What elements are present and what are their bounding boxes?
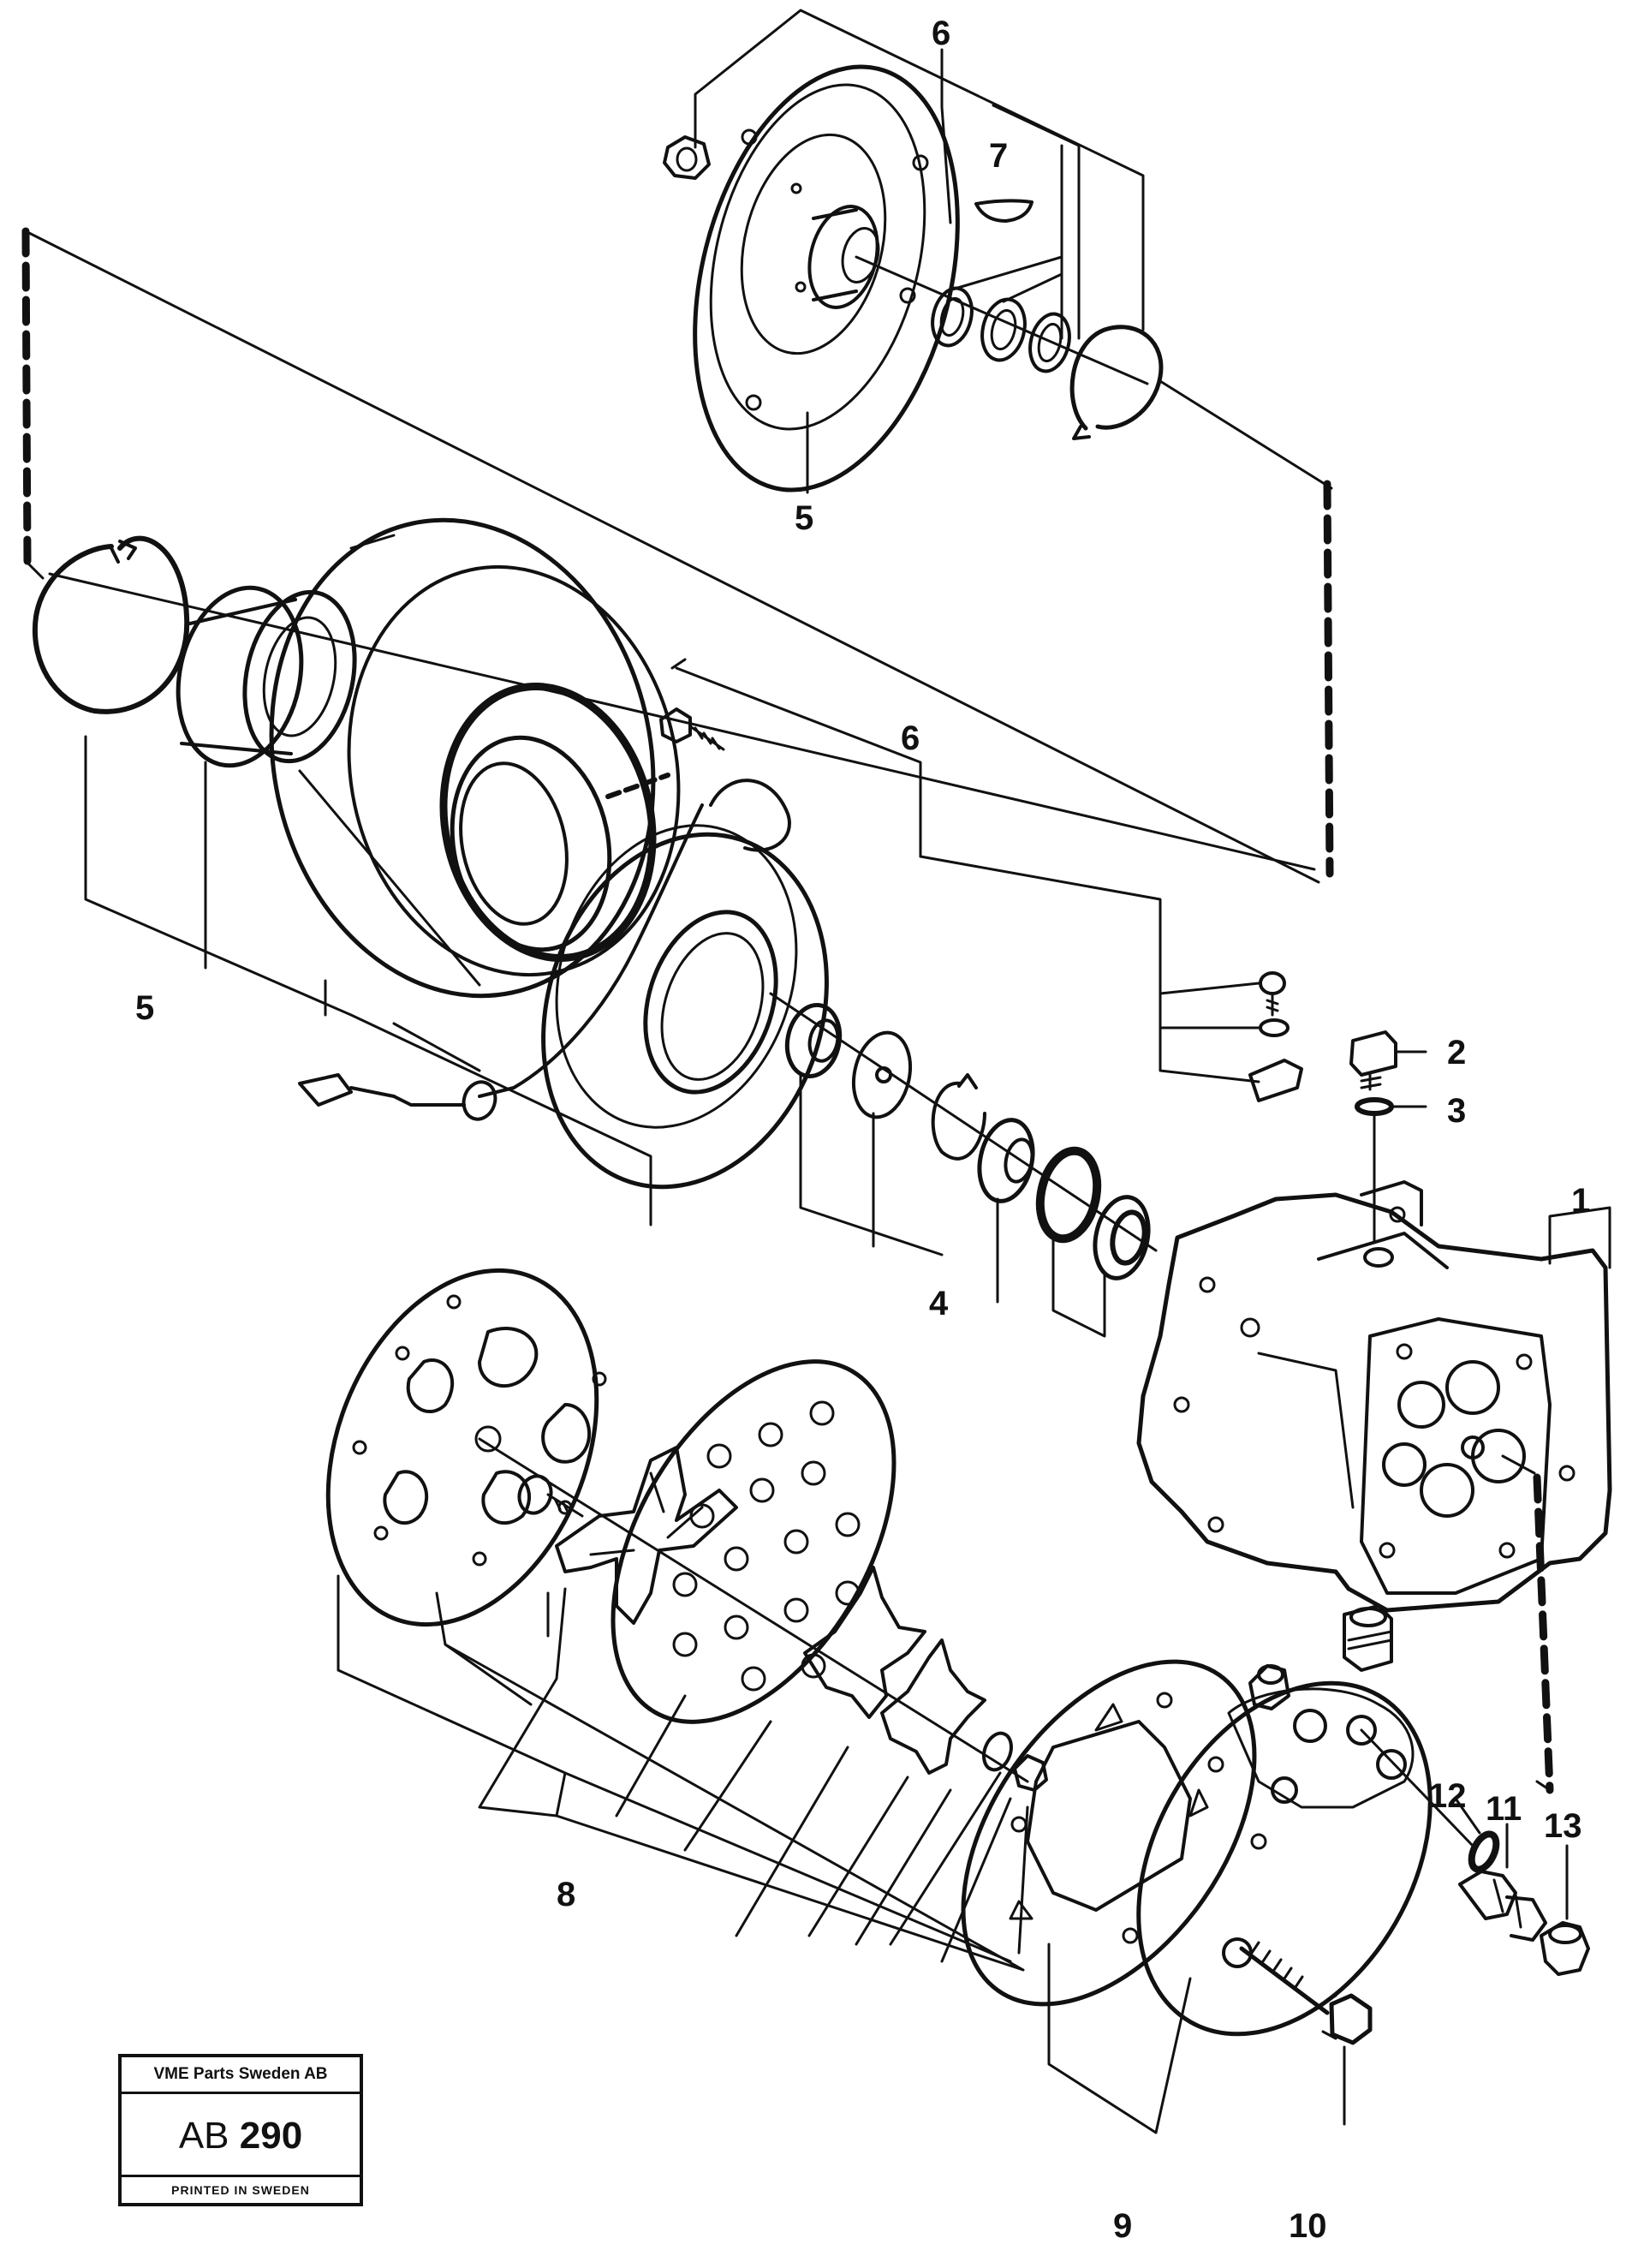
publisher-stamp: VME Parts Sweden AB AB 290 PRINTED IN SW…: [118, 2054, 363, 2206]
pulley-assembly: [32, 517, 829, 1227]
cylinder-head: [1136, 1604, 1474, 2126]
hub-nut: [663, 135, 711, 180]
stamp-code-prefix: AB: [178, 2115, 229, 2157]
callout-11: 11: [1486, 1790, 1522, 1828]
hub-plate: [693, 64, 960, 492]
snap-ring-pulley: [32, 535, 190, 714]
pulley: [269, 517, 681, 999]
valve-plates: [325, 1268, 1048, 1972]
woodruff-key: [974, 199, 1033, 223]
callout-12: 12: [1428, 1777, 1467, 1815]
field-coil: [478, 773, 829, 1190]
callout-1: 1: [1571, 1182, 1590, 1220]
callout-6-top: 6: [932, 15, 950, 52]
stamp-printed: PRINTED IN SWEDEN: [122, 2175, 360, 2203]
bracket-hardware: [1248, 971, 1303, 1102]
callout-7: 7: [989, 137, 1008, 175]
snap-ring-top: [1069, 325, 1164, 431]
callout-5-left: 5: [135, 989, 154, 1027]
o-ring: [1468, 1830, 1500, 1873]
callout-13: 13: [1544, 1807, 1582, 1845]
oil-washer: [1355, 1097, 1427, 1244]
callout-labels: 6 7 5 6 5 2 3 1 4 8 12 11 13 9 10: [135, 15, 1590, 2245]
head-gasket: [961, 1659, 1257, 2007]
callout-2: 2: [1447, 1034, 1466, 1071]
dust-cap: [1540, 1844, 1590, 1976]
hub-plate-assembly: [663, 9, 1334, 878]
callout-3: 3: [1447, 1092, 1466, 1130]
shim-3: [1028, 312, 1071, 373]
callout-10: 10: [1289, 2207, 1327, 2245]
compressor-body: [1136, 1180, 1612, 1794]
shim-2: [980, 297, 1027, 362]
callout-5-top: 5: [795, 499, 813, 537]
service-fitting: [1458, 1823, 1547, 1942]
pulley-bearing: [176, 585, 357, 768]
stamp-company: VME Parts Sweden AB: [122, 2057, 360, 2094]
seal-parts: [769, 992, 1158, 1338]
coil-screw: [659, 707, 725, 751]
callout-8: 8: [557, 1876, 575, 1913]
stamp-code-number: 290: [239, 2115, 303, 2157]
stamp-code: AB 290: [122, 2095, 360, 2177]
callout-4: 4: [929, 1285, 949, 1322]
oil-plug: [1349, 1030, 1427, 1091]
callout-6-mid: 6: [901, 719, 920, 757]
callout-9: 9: [1113, 2207, 1132, 2245]
coil-connector: [298, 1073, 497, 1121]
